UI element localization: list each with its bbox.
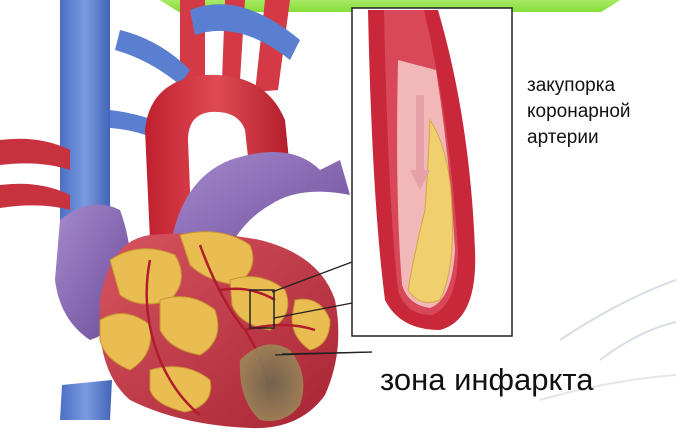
blockage-label-line-3: артерии [527, 125, 676, 151]
blockage-label-line-1: закупорка [527, 73, 676, 99]
infarct-zone-label: зона инфаркта [380, 362, 594, 398]
blockage-label: закупорка коронарной артерии [527, 73, 676, 151]
blockage-label-line-2: коронарной [527, 99, 676, 125]
